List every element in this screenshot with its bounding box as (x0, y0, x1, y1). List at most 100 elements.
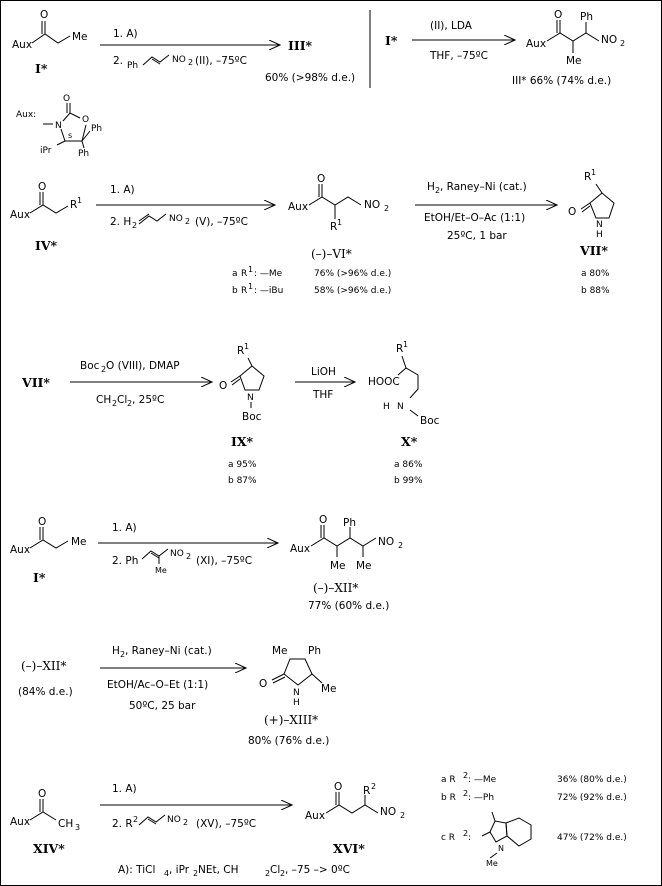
svg-text:R: R (584, 171, 591, 183)
compound-label-IV: IV* (35, 238, 58, 253)
svg-text:2: 2 (371, 782, 376, 791)
svg-text:H: H (383, 402, 390, 412)
footnote: A): TiCl 4 , iPr 2 NEt, CH 2 Cl 2 , –75 … (118, 864, 350, 878)
svg-text:Me: Me (356, 560, 372, 572)
svg-text:2: 2 (463, 789, 468, 798)
compound-label-XII: (–)–XII* (313, 581, 358, 595)
svg-text:: —Ph: : —Ph (468, 793, 494, 803)
compound-label-IX: IX* (231, 434, 254, 449)
svg-text:O: O (38, 788, 46, 800)
svg-text:NO: NO (364, 199, 380, 211)
svg-text:b: b (232, 286, 238, 296)
svg-text:R: R (237, 345, 244, 357)
svg-text:O: O (219, 380, 227, 392)
svg-text:HOOC: HOOC (368, 376, 400, 388)
compound-label-I-b: I* (385, 33, 398, 48)
svg-text:b 87%: b 87% (228, 476, 257, 486)
svg-text:2: 2 (280, 869, 285, 878)
svg-text:3: 3 (75, 823, 80, 832)
ring-nitrogen: N (55, 121, 62, 131)
svg-text:R: R (70, 199, 77, 211)
svg-text:Ph: Ph (308, 645, 321, 657)
svg-text:2: 2 (186, 552, 191, 561)
svg-text:O: O (38, 181, 46, 193)
svg-text:Ph: Ph (580, 11, 593, 23)
svg-text:2: 2 (398, 541, 403, 550)
svg-text:Me: Me (155, 566, 167, 575)
svg-text:2. Ph: 2. Ph (112, 555, 138, 567)
svg-text:H: H (112, 645, 120, 657)
svg-text:1: 1 (248, 265, 253, 274)
svg-text:(V), –75ºC: (V), –75ºC (195, 216, 248, 228)
svg-text:N: N (293, 688, 300, 698)
svg-text:Ph: Ph (91, 124, 102, 134)
svg-text:NO: NO (380, 806, 396, 818)
methyl-label: Me (72, 31, 88, 43)
svg-text:1: 1 (337, 218, 342, 227)
svg-text:25ºC, 1 bar: 25ºC, 1 bar (447, 230, 507, 242)
svg-text:2: 2 (193, 869, 198, 878)
reagent-no2: NO (172, 55, 186, 65)
svg-text:R: R (241, 269, 247, 279)
compound-label-VII: VII* (579, 243, 608, 258)
svg-text:H: H (596, 230, 603, 240)
svg-text:72% (92% d.e.): 72% (92% d.e.) (557, 793, 627, 803)
svg-text:Me: Me (330, 560, 346, 572)
svg-text:NO: NO (170, 549, 184, 559)
reaction-1: Aux O Me I* 1. A) 2. Ph NO 2 (II), –75ºC… (12, 9, 355, 84)
svg-text:Me: Me (272, 645, 288, 657)
svg-text:N: N (498, 844, 504, 853)
lactam-VII: R 1 O N H VII* a 80% b 88% (568, 168, 615, 296)
svg-text:2: 2 (183, 818, 188, 827)
substituent-row-a: a R 1 : —Me 76% (>96% d.e.) (232, 265, 391, 279)
svg-text:, Raney–Ni (cat.): , Raney–Ni (cat.) (125, 645, 212, 657)
svg-text:Aux: Aux (305, 810, 325, 822)
svg-text:Aux: Aux (10, 816, 30, 828)
svg-text:EtOH/Ac–O–Et (1:1): EtOH/Ac–O–Et (1:1) (107, 679, 208, 691)
compound-label-VII-b: VII* (21, 375, 50, 390)
svg-text:R: R (363, 785, 370, 797)
aux-label: Aux (12, 39, 32, 51)
svg-text:47% (72% d.e.): 47% (72% d.e.) (557, 833, 627, 843)
svg-text:O: O (334, 781, 342, 793)
svg-text:2: 2 (112, 399, 117, 408)
svg-text:Me: Me (566, 55, 582, 67)
reaction-5: (–)–XII* (84% d.e.) H 2 , Raney–Ni (cat.… (18, 645, 337, 747)
svg-text:Me: Me (71, 536, 87, 548)
svg-text:76% (>96% d.e.): 76% (>96% d.e.) (314, 269, 391, 279)
oxygen-label: O (40, 9, 48, 21)
svg-text:CH: CH (58, 818, 73, 830)
svg-text:a 80%: a 80% (581, 269, 610, 279)
svg-text:Aux: Aux (290, 543, 310, 555)
svg-text:2: 2 (185, 217, 190, 226)
reaction-4: Aux O Me I* 1. A) 2. Ph Me NO 2 (XI), –7… (10, 514, 403, 612)
svg-text:Boc: Boc (242, 411, 262, 423)
reaction-3: VII* Boc 2 O (VIII), DMAP CH 2 Cl 2 , 25… (21, 340, 440, 486)
svg-text:Cl: Cl (117, 394, 127, 406)
svg-text:, 25ºC: , 25ºC (132, 394, 164, 406)
svg-text:1: 1 (403, 340, 408, 349)
svg-text:2: 2 (400, 811, 405, 820)
svg-text:NO: NO (378, 536, 394, 548)
svg-text:NO: NO (169, 214, 183, 224)
lactam-XIII: Me Ph O Me N H (+)–XIII* 80% (76% d.e.) (248, 645, 337, 747)
reagents-top: (II), LDA (430, 20, 473, 32)
svg-text:NEt, CH: NEt, CH (198, 864, 239, 876)
step-2-conditions: (II), –75ºC (195, 55, 247, 67)
svg-text:2: 2 (463, 771, 468, 780)
svg-text:50ºC, 25 bar: 50ºC, 25 bar (129, 700, 196, 712)
svg-text:2: 2 (384, 204, 389, 213)
svg-text:R: R (396, 343, 403, 355)
compound-label-III: III* (288, 38, 313, 53)
svg-text:a: a (232, 269, 238, 279)
svg-text:1. A): 1. A) (112, 522, 137, 534)
compound-label-X: X* (401, 434, 418, 449)
yield-label: 77% (60% d.e.) (308, 600, 389, 612)
svg-text:N: N (397, 402, 404, 412)
compound-label-XIV: XIV* (33, 841, 65, 856)
svg-text:2: 2 (265, 869, 270, 878)
svg-text::: : (468, 833, 471, 843)
svg-text:R: R (330, 221, 337, 233)
svg-text:LiOH: LiOH (311, 366, 336, 378)
svg-text:iPr: iPr (40, 146, 52, 156)
